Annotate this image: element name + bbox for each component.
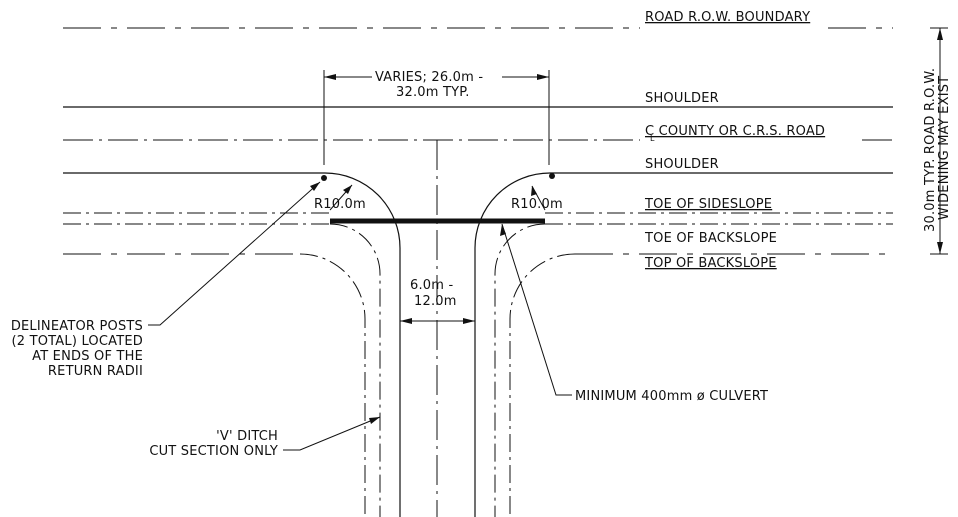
row-width-arrow-bottom (937, 242, 943, 254)
centerline-label: C COUNTY OR C.R.S. ROAD (645, 124, 825, 139)
ditch-leader (283, 416, 381, 451)
ditch-label-2: CUT SECTION ONLY (149, 444, 278, 459)
centerline-sub-label: L (650, 134, 655, 143)
shoulder-line-bottom-left (63, 172, 401, 517)
toe-backslope-label: TOE OF BACKSLOPE (644, 231, 777, 246)
delineator-label-4: RETURN RADII (48, 364, 143, 379)
width-label-1: 6.0m - (410, 278, 453, 293)
radius-label-right: R10.0m (511, 197, 563, 212)
shoulder-bottom-label: SHOULDER (645, 157, 719, 172)
row-boundary-label: ROAD R.O.W. BOUNDARY (645, 10, 810, 25)
radius-label-left: R10.0m (314, 197, 366, 212)
delineator-label-1: DELINEATOR POSTS (11, 319, 143, 334)
varies-label-2: 32.0m TYP. (396, 85, 470, 100)
delineator-label-2: (2 TOTAL) LOCATED (12, 334, 143, 349)
width-arrow-right (463, 318, 475, 324)
backslope-return-right (509, 253, 576, 517)
radius-arrow-left (343, 185, 352, 194)
toe-sideslope-label: TOE OF SIDESLOPE (644, 197, 772, 212)
varies-arrow-right (537, 74, 549, 80)
row-width-label-1: 30.0m TYP. ROAD R.O.W. (923, 68, 938, 232)
backslope-return-left (299, 253, 366, 517)
ditch-return-right-inner (494, 223, 546, 517)
varies-arrow-left (324, 74, 336, 80)
ditch-arrow (369, 417, 380, 424)
radius-arrow-right (531, 186, 537, 196)
delineator-post-left (321, 175, 327, 181)
delineator-label-3: AT ENDS OF THE (32, 349, 143, 364)
culvert-arrow (500, 224, 506, 236)
width-label-2: 12.0m (414, 294, 457, 309)
width-arrow-left (400, 318, 412, 324)
delineator-arrow (310, 182, 320, 191)
row-width-label-2: WIDENING MAY EXIST (937, 76, 952, 220)
ditch-return-left-inner (329, 223, 381, 517)
culvert-leader (501, 223, 572, 396)
culvert-label: MINIMUM 400mm ø CULVERT (575, 389, 768, 404)
delineator-post-right (549, 173, 555, 179)
shoulder-line-bottom-right (474, 172, 893, 517)
ditch-label-1: 'V' DITCH (216, 429, 278, 444)
varies-label-1: VARIES; 26.0m - (375, 70, 483, 85)
shoulder-top-label: SHOULDER (645, 91, 719, 106)
delineator-leader (148, 181, 321, 326)
row-width-arrow-top (937, 28, 943, 40)
top-backslope-label: TOP OF BACKSLOPE (644, 256, 777, 271)
